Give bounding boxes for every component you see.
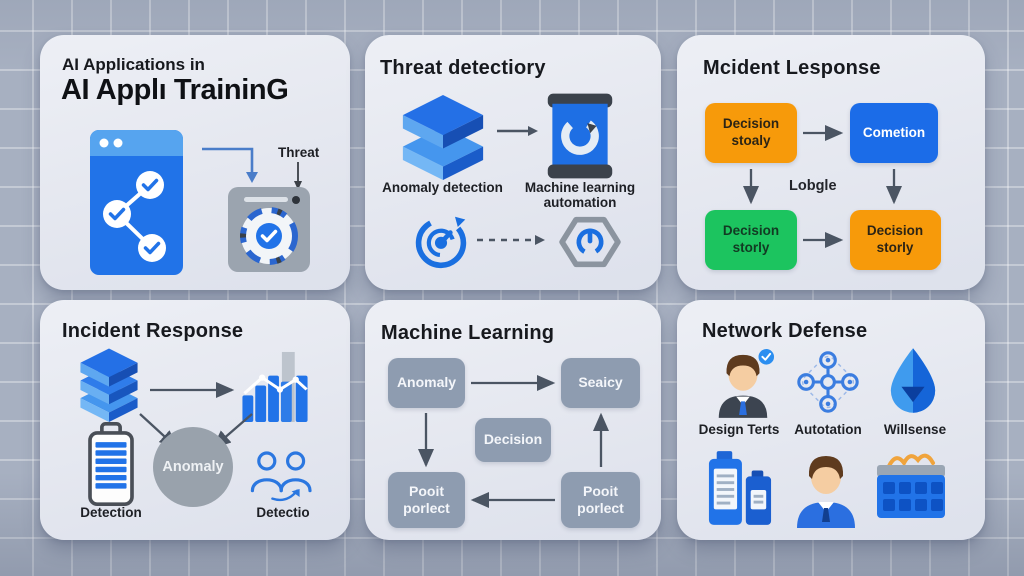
flow-box-label: Decision storly — [866, 223, 924, 255]
card-network-defense: Network Defense Design Terts Autotation … — [677, 300, 985, 540]
panel-title: Threat detectiory — [380, 57, 546, 79]
flow-box-label: Decision stoaly — [722, 116, 780, 148]
panel-title: Machine Learning — [381, 322, 555, 344]
autotation-label: Autotation — [794, 422, 862, 437]
panel-title: AI Applı TraininG — [61, 74, 289, 106]
threat-pointer-icon — [294, 162, 302, 190]
flow-box-decision-storly-green: Decision storly — [705, 210, 797, 270]
panel-subtitle: AI Applications in — [62, 55, 205, 74]
card-machine-learning: Machine Learning Anomaly Seaicy Decision… — [365, 300, 661, 540]
panel-title: Incident Response — [62, 320, 244, 342]
gauge-icon — [415, 216, 467, 269]
design-terts-label: Design Terts — [698, 422, 780, 437]
barrel-sync-icon — [547, 93, 613, 179]
ml-box-label: Pooit porlect — [403, 482, 450, 517]
hexagon-power-icon — [559, 216, 621, 268]
card-ai-training: AI Applications in AI Applı TraininG Thr… — [40, 35, 350, 290]
scanner-machine-icon — [228, 187, 310, 272]
card-threat-detection: Threat detectiory Anomaly detection Mach… — [365, 35, 661, 290]
app-window-icon — [90, 130, 183, 275]
panel-title: Network Defense — [702, 320, 868, 342]
drop-shield-icon — [890, 348, 936, 413]
ml-box-pooit-right: Pooit porlect — [561, 472, 640, 528]
bottles-icon — [708, 451, 772, 525]
anomaly-circle-label: Anomaly — [162, 459, 224, 475]
willsense-label: Willsense — [883, 422, 947, 437]
flow-box-label: Cometion — [862, 124, 926, 140]
ml-box-label: Pooit porlect — [577, 482, 624, 517]
card-incident-flowchart: Mcident Lesponse Decision stoaly Cometio… — [677, 35, 985, 290]
flow-arrows — [742, 124, 903, 249]
clipped-orange-box — [927, 213, 941, 267]
blue-suit-avatar-icon — [797, 456, 855, 528]
flow-box-decision-stoaly: Decision stoaly — [705, 103, 797, 163]
flow-box-cometion: Cometion — [850, 103, 938, 163]
ml-box-label: Decision — [483, 431, 543, 448]
flow-center-label: Lobgle — [789, 178, 837, 194]
dashed-arrow-icon — [477, 235, 545, 245]
panel-title: Mcident Lesponse — [703, 57, 881, 79]
bar-chart-icon — [242, 351, 308, 423]
analyst-avatar-icon — [718, 349, 775, 418]
threat-label: Threat — [278, 145, 320, 160]
circuit-nodes-icon — [797, 351, 859, 413]
ml-box-label: Anomaly — [396, 374, 457, 391]
ml-automation-label: Machine learning automation — [524, 180, 636, 210]
ml-box-anomaly: Anomaly — [388, 358, 465, 408]
battery-icon — [88, 422, 134, 506]
flow-box-label: Decision storly — [722, 223, 780, 255]
ml-box-seaicy: Seaicy — [561, 358, 640, 408]
ml-box-label: Seaicy — [578, 374, 623, 391]
ml-box-pooit-left: Pooit porlect — [388, 472, 465, 528]
calendar-icon — [877, 453, 945, 518]
ml-box-decision: Decision — [475, 418, 551, 462]
flow-box-decision-storly-orange: Decision storly — [850, 210, 940, 270]
arrow-right-icon — [497, 126, 538, 136]
card-incident-response: Incident Response — [40, 300, 350, 540]
anomaly-circle: Anomaly — [153, 427, 233, 507]
layers-2-icon — [402, 95, 484, 181]
ml-flow-arrows — [417, 374, 610, 509]
layers-3-icon — [80, 348, 138, 422]
elbow-arrow-icon — [202, 147, 258, 183]
people-growth-icon — [250, 451, 312, 502]
detectio-label: Detectio — [256, 505, 310, 520]
anomaly-detection-label: Anomaly detection — [382, 180, 503, 195]
detection-label: Detection — [80, 505, 142, 520]
